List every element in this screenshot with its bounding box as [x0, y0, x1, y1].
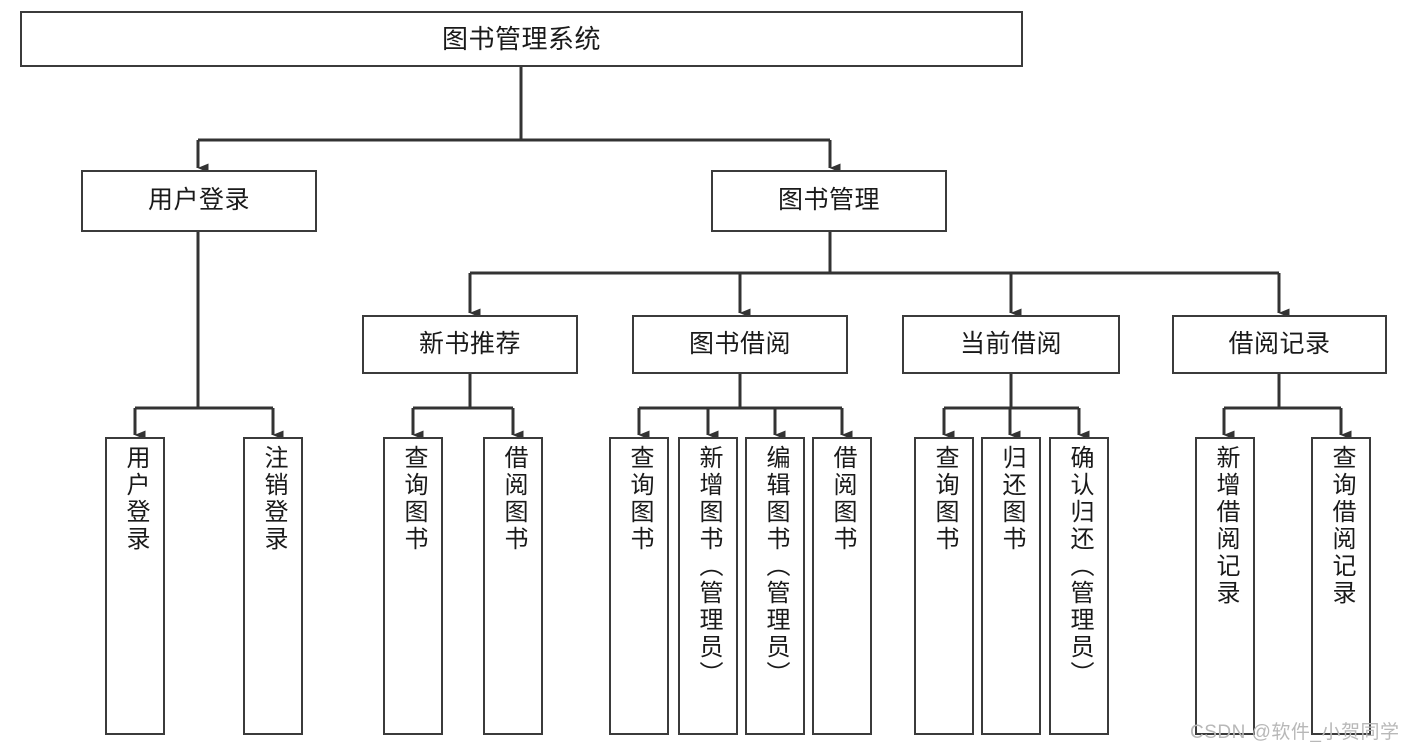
leaf-record-add-record[interactable]: 新增借阅记录: [1195, 437, 1255, 735]
leaf-current-query-book[interactable]: 查询图书: [914, 437, 974, 735]
node-book-management-system[interactable]: 图书管理系统: [20, 11, 1023, 67]
node-label: 注销登录: [260, 445, 287, 553]
node-label: 借阅图书: [500, 445, 527, 553]
node-label: 查询图书: [400, 445, 427, 553]
leaf-record-query-record[interactable]: 查询借阅记录: [1311, 437, 1371, 735]
node-label: 图书管理系统: [441, 23, 601, 54]
leaf-recommend-borrow-book[interactable]: 借阅图书: [483, 437, 543, 735]
node-new-book-recommend[interactable]: 新书推荐: [362, 315, 578, 374]
node-user-login[interactable]: 用户登录: [81, 170, 317, 232]
node-label: 归还图书: [998, 445, 1025, 553]
leaf-borrow-add-book-admin[interactable]: 新增图书（管理员）: [678, 437, 738, 735]
leaf-user-login-login[interactable]: 用户登录: [105, 437, 165, 735]
node-label: 用户登录: [122, 445, 149, 553]
node-label: 借阅记录: [1228, 329, 1331, 358]
leaf-borrow-edit-book-admin[interactable]: 编辑图书（管理员）: [745, 437, 805, 735]
node-label: 当前借阅: [959, 329, 1062, 358]
node-borrow-record[interactable]: 借阅记录: [1172, 315, 1387, 374]
node-book-borrow[interactable]: 图书借阅: [632, 315, 848, 374]
node-label: 借阅图书: [829, 445, 856, 553]
leaf-current-return-book[interactable]: 归还图书: [981, 437, 1041, 735]
node-label: 图书借阅: [688, 329, 791, 358]
node-label: 图书管理: [777, 186, 880, 215]
node-book-management[interactable]: 图书管理: [711, 170, 947, 232]
leaf-borrow-query-book[interactable]: 查询图书: [609, 437, 669, 735]
node-label: 用户登录: [147, 186, 250, 215]
leaf-borrow-borrow-book[interactable]: 借阅图书: [812, 437, 872, 735]
node-label: 编辑图书（管理员）: [762, 445, 789, 688]
node-label: 新书推荐: [418, 329, 521, 358]
node-label: 查询图书: [931, 445, 958, 553]
node-label: 新增借阅记录: [1212, 445, 1239, 607]
leaf-recommend-query-book[interactable]: 查询图书: [383, 437, 443, 735]
node-label: 查询借阅记录: [1328, 445, 1355, 607]
node-label: 确认归还（管理员）: [1066, 445, 1093, 688]
node-label: 查询图书: [626, 445, 653, 553]
leaf-user-login-logout[interactable]: 注销登录: [243, 437, 303, 735]
node-current-borrow[interactable]: 当前借阅: [902, 315, 1120, 374]
leaf-current-confirm-return-admin[interactable]: 确认归还（管理员）: [1049, 437, 1109, 735]
node-label: 新增图书（管理员）: [695, 445, 722, 688]
